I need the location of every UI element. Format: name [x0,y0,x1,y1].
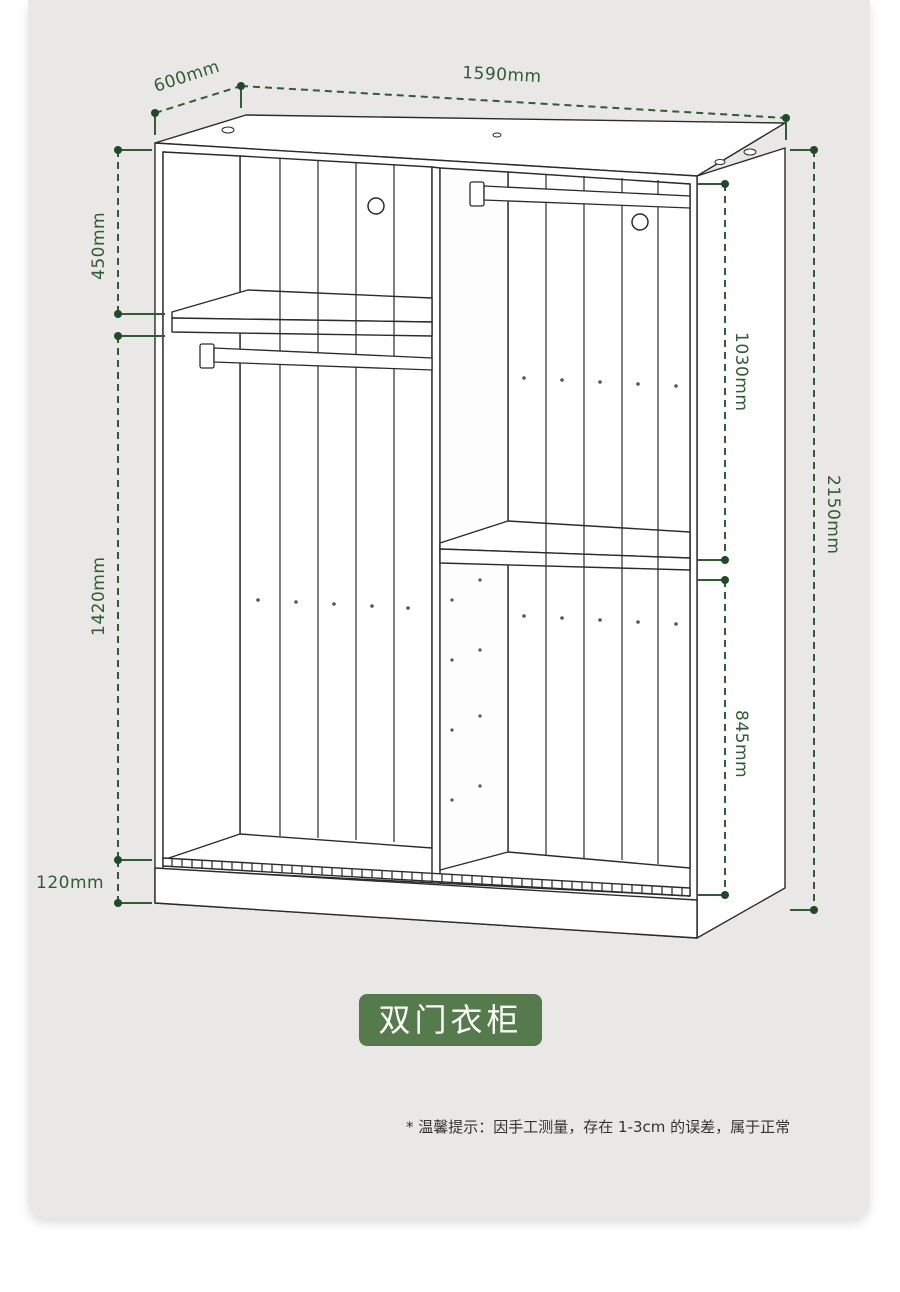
right-bottom-height-label: 845mm [731,710,751,778]
wardrobe-dimension-diagram: 1590mm 600mm 450mm 1420mm 120mm 1030mm 8… [36,57,843,939]
right-shelf [439,520,691,559]
right-hanging-rail [483,185,691,209]
left-rail-bracket [199,343,215,369]
total-height-label: 2150mm [823,475,843,554]
left-shelf [171,289,433,323]
back-panel-boards [279,158,659,864]
back-hole-right [631,213,649,231]
right-rail-bracket [469,181,485,207]
wardrobe-body [154,114,786,939]
back-hole-left [367,197,385,215]
measurement-note: * 温馨提示：因手工测量，存在 1-3cm 的误差，属于正常 [406,1118,791,1136]
base-height-label: 120mm [36,873,104,893]
shelf-pin-holes [256,376,678,802]
dimension-lines [117,85,815,911]
left-hanging-height-label: 1420mm [89,557,109,636]
bottom-grill [162,857,691,897]
back-panel-right [507,171,691,869]
product-title-badge: 双门衣柜 [359,994,542,1046]
right-side-panel [696,147,786,939]
hanging-rails [199,181,691,371]
dimension-endpoints [114,82,818,914]
left-hanging-rail [213,347,433,371]
right-hanging-height-label: 1030mm [731,332,751,411]
base-plinth [154,867,698,939]
left-top-height-label: 450mm [89,212,109,280]
width-label: 1590mm [462,63,542,87]
middle-divider [431,166,441,877]
back-panel-left [239,155,433,849]
depth-label: 600mm [151,57,222,97]
